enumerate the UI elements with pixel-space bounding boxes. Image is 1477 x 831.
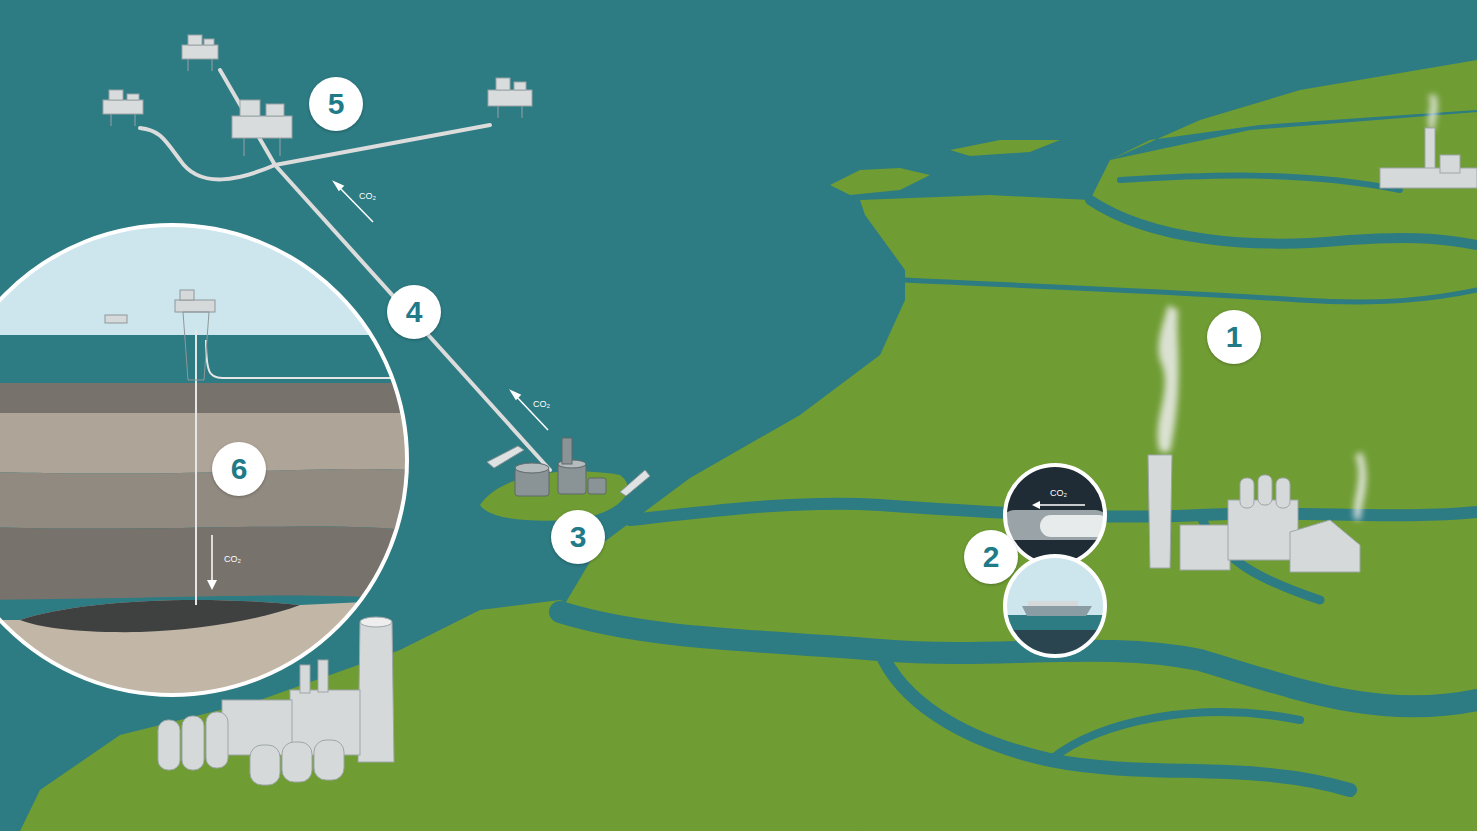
callout-number: 2: [964, 530, 1018, 584]
callout-number: 4: [387, 285, 441, 339]
callout-number: 3: [551, 510, 605, 564]
callout-number: 5: [309, 77, 363, 131]
flow-label: CO₂: [533, 399, 550, 409]
callout-number: 6: [212, 442, 266, 496]
flow-label: CO₂: [224, 554, 241, 564]
callout-number: 1: [1207, 310, 1261, 364]
flow-label: CO₂: [1050, 488, 1067, 498]
flow-label: CO₂: [359, 191, 376, 201]
